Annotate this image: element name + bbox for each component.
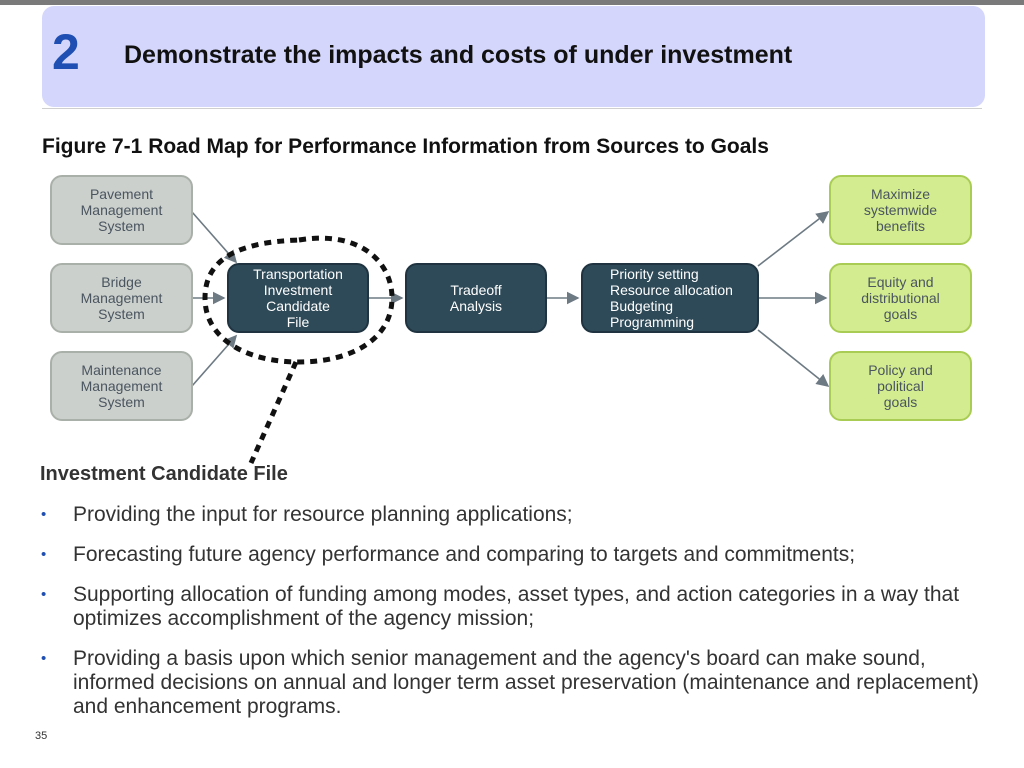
investment-candidate-file-node-label: Candidate bbox=[266, 298, 330, 314]
investment-candidate-file-node-shape bbox=[227, 263, 369, 333]
goal-node-3-label: Policy and bbox=[868, 362, 933, 378]
source-node-2-label: System bbox=[98, 306, 145, 322]
section-heading: Investment Candidate File bbox=[40, 463, 288, 485]
source-node-3-shape bbox=[50, 351, 193, 421]
list-item: • Supporting allocation of funding among … bbox=[40, 583, 980, 631]
programming-node-shape bbox=[581, 263, 759, 333]
programming-node-label: Priority setting bbox=[610, 266, 699, 282]
source-node-1-shape bbox=[50, 175, 193, 245]
programming-node-label: Programming bbox=[610, 314, 694, 330]
bullet-icon: • bbox=[41, 650, 47, 667]
callout-pointer bbox=[248, 360, 299, 465]
bullet-text: Forecasting future agency performance an… bbox=[73, 543, 856, 566]
bullet-icon: • bbox=[41, 586, 47, 603]
goal-node-2-label: goals bbox=[884, 306, 917, 322]
bullet-icon: • bbox=[41, 546, 47, 563]
bullet-icon: • bbox=[41, 506, 47, 523]
highlight-callout bbox=[202, 235, 395, 365]
flow-arrow bbox=[191, 334, 238, 387]
investment-candidate-file-node-label: Investment bbox=[264, 282, 333, 298]
page-number: 35 bbox=[35, 730, 48, 742]
goal-node-1-label: benefits bbox=[876, 218, 925, 234]
programming-node-label: Resource allocation bbox=[610, 282, 733, 298]
source-node-3-label: Maintenance bbox=[81, 362, 161, 378]
source-node-1-label: Management bbox=[81, 202, 163, 218]
source-node-2-label: Management bbox=[81, 290, 163, 306]
header-divider bbox=[42, 108, 982, 109]
bullet-list: • Providing the input for resource planni… bbox=[40, 503, 980, 735]
programming-node-label: Budgeting bbox=[610, 298, 673, 314]
goal-node-3-label: goals bbox=[884, 394, 917, 410]
source-node-3-label: System bbox=[98, 394, 145, 410]
goal-node-1-shape bbox=[829, 175, 972, 245]
goal-node-1-label: systemwide bbox=[864, 202, 937, 218]
flow-arrow bbox=[757, 211, 830, 267]
tradeoff-analysis-node-label: Analysis bbox=[450, 298, 502, 314]
source-node-1-label: System bbox=[98, 218, 145, 234]
goal-node-2-label: Equity and bbox=[867, 274, 933, 290]
source-node-2-shape bbox=[50, 263, 193, 333]
source-node-3-label: Management bbox=[81, 378, 163, 394]
list-item: • Forecasting future agency performance a… bbox=[40, 543, 980, 567]
list-item: • Providing a basis upon which senior man… bbox=[40, 647, 980, 719]
list-item: • Providing the input for resource planni… bbox=[40, 503, 980, 527]
investment-candidate-file-node-label: Transportation bbox=[253, 266, 343, 282]
figure-caption: Figure 7-1 Road Map for Performance Info… bbox=[42, 135, 769, 158]
tradeoff-analysis-node-shape bbox=[405, 263, 547, 333]
top-rule bbox=[0, 0, 1024, 5]
section-number: 2 bbox=[52, 24, 80, 80]
tradeoff-analysis-node-label: Tradeoff bbox=[450, 282, 501, 298]
flow-arrow bbox=[757, 329, 830, 387]
goal-node-3-shape bbox=[829, 351, 972, 421]
investment-candidate-file-node-label: File bbox=[287, 314, 310, 330]
bullet-text: Providing a basis upon which senior mana… bbox=[73, 647, 979, 718]
goal-node-2-label: distributional bbox=[861, 290, 940, 306]
goal-node-3-label: political bbox=[877, 378, 924, 394]
goal-node-2-shape bbox=[829, 263, 972, 333]
bullet-text: Supporting allocation of funding among m… bbox=[73, 583, 960, 630]
source-node-2-label: Bridge bbox=[101, 274, 142, 290]
bullet-text: Providing the input for resource plannin… bbox=[73, 503, 573, 526]
header-banner bbox=[42, 6, 985, 107]
source-node-1-label: Pavement bbox=[90, 186, 153, 202]
slide-title: Demonstrate the impacts and costs of und… bbox=[124, 41, 793, 69]
goal-node-1-label: Maximize bbox=[871, 186, 930, 202]
